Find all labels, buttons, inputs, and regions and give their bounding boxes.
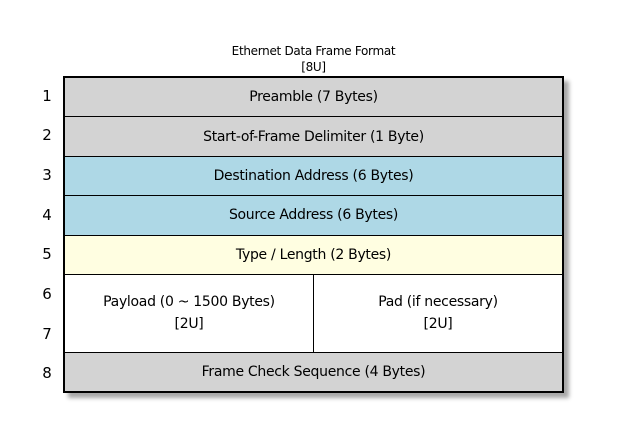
row-preamble: Preamble (7 Bytes) [65,78,562,117]
payload-units: [2U] [174,316,204,333]
row-source-address: Source Address (6 Bytes) [65,195,562,235]
cell-payload: Payload (0 ~ 1500 Bytes) [2U] [65,275,313,352]
row-destination-address: Destination Address (6 Bytes) [65,155,562,196]
diagram-title-block: Ethernet Data Frame Format [8U] [63,43,564,75]
row-number-column: 1 2 3 4 5 6 7 8 [34,76,60,393]
payload-label: Payload (0 ~ 1500 Bytes) [103,294,275,311]
row-number-3: 3 [42,166,52,185]
row-frame-check-sequence: Frame Check Sequence (4 Bytes) [65,351,562,391]
row-number-7: 7 [42,324,52,343]
frame-format-table: Preamble (7 Bytes) Start-of-Frame Delimi… [63,76,564,393]
diagram-subtitle: [8U] [301,60,326,74]
row-number-4: 4 [42,205,52,224]
row-start-of-frame-delimiter: Start-of-Frame Delimiter (1 Byte) [65,116,562,156]
pad-label: Pad (if necessary) [378,294,498,311]
row-number-6: 6 [42,284,52,303]
row-number-8: 8 [42,364,52,383]
row-number-2: 2 [42,126,52,145]
cell-pad: Pad (if necessary) [2U] [313,274,562,352]
pad-units: [2U] [423,316,453,333]
row-type-length: Type / Length (2 Bytes) [65,234,562,274]
diagram-title: Ethernet Data Frame Format [231,44,396,58]
row-number-1: 1 [42,86,52,105]
row-number-5: 5 [42,245,52,264]
row-payload-pad: Payload (0 ~ 1500 Bytes) [2U] Pad (if ne… [65,273,562,352]
